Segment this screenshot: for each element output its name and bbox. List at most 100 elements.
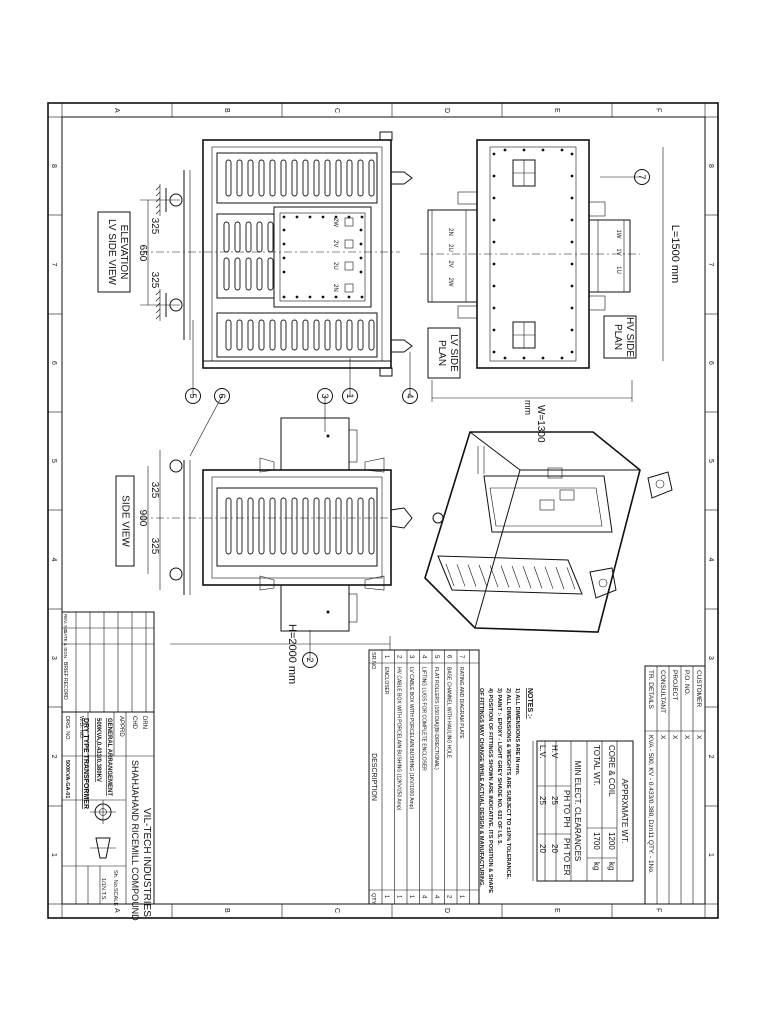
hv-box-flange [348,593,358,623]
grid-ticks [48,103,718,918]
details-label: CUSTOMER [695,670,702,707]
iso-vertical-edge [474,469,521,629]
bom-item-qty: 1 [396,895,402,899]
product-name: DRY TYPE TRANSFORMER [82,718,89,809]
hv-plan-title-2: PLAN [612,324,623,350]
notes-block: NOTES :-1) ALL DIMENSIONS ARE IN mm.2) A… [478,688,533,893]
balloon-5 [185,388,201,404]
grid-number-left: 7 [50,263,57,267]
clearance-cell: 20 [538,844,547,853]
bom-item-qty: 4 [433,895,439,899]
grid-letter-bottom: F [655,908,662,912]
hv-plan-title-1: HV SIDE [624,317,635,357]
clearance-cell: 25 [538,796,547,805]
balloon-4 [402,388,418,404]
balloon-label: 5 [188,393,198,398]
hauling-hole [432,512,444,524]
grid-letter-top: D [443,108,450,113]
grid-number-right: 7 [707,263,714,267]
sheet-value: 1/1 [100,878,106,886]
balloon-label: 6 [217,393,227,398]
lv-plan-terminal-label: 2N [447,228,453,236]
lifting-lug-r1 [390,171,413,185]
iso-vent-panel [437,555,583,595]
drg-value: 500KVA-GA-01 [64,760,70,798]
details-label: TR. DETAILS [647,670,654,710]
hv-plan-terminal-label: 1W [615,230,621,239]
lv-box-terminal-label: 2V [332,240,338,247]
grid-letter-top: A [113,108,120,113]
weight-label: CORE & COIL [607,745,616,797]
lv-cable-box [280,417,350,471]
grid-letter-bottom: B [223,908,230,913]
bom-item-qty: 2 [446,895,452,899]
lv-bushing-box [427,209,478,303]
elevation-title-box [97,211,131,293]
balloon-6 [214,388,230,404]
side-view: 325 900 325 H=2000 mm SIDE VIEW [115,417,444,684]
balloon-label: 4 [405,393,415,398]
balloon-2 [302,652,318,668]
lifting-lug-r2 [390,339,413,353]
weight-label: TOTAL WT. [592,745,601,786]
note-line: 1) ALL DIMENSIONS ARE IN mm. [514,688,520,776]
lv-box-terminal-label: 2W [332,218,338,227]
lv-flange-top [457,191,478,205]
apprd-label: APPRD [118,716,124,737]
elevation-title-2: LV SIDE VIEW [106,219,117,286]
revision-block: REV. NO.DATE & SIGN.BRIEF RECORD [61,611,155,713]
clearance-header: PH TO ER [562,838,571,876]
projection-symbol-icon [90,800,116,859]
clearances-title: MIN ELECT. CLEARANCES [573,761,582,861]
grid-letter-top: C [333,108,340,113]
lv-plan-terminal-label: 2V [447,260,453,267]
wo-label: W.O. NO. [78,716,84,740]
bom-header-no: SR.NO [370,652,376,670]
weight-unit: kg [607,862,616,870]
side-roller-1 [169,459,183,473]
side-view-title: SIDE VIEW [119,495,130,547]
balloon-label: 3 [320,393,330,398]
grid-letter-bottom: D [443,908,450,913]
rev-record-header: BRIEF RECORD [62,662,68,700]
grid-number-left: 8 [50,164,57,168]
grid-number-right: 1 [707,853,714,857]
bom-item-no: 3 [408,655,414,659]
dim-900: 900 [137,510,148,527]
enclosure-outline [202,139,392,369]
iso-lug-2 [589,567,617,599]
grid-number-right: 5 [707,459,714,463]
grid-number-left: 6 [50,361,57,365]
hv-bushing-box [588,219,631,293]
hv-plan-terminal-label: 1V [615,248,621,255]
iso-term-3 [539,499,555,511]
grid-number-left: 5 [50,459,57,463]
note-line: 4) POSITION OF FITTINGS SHOWN ARE INDICA… [487,688,493,893]
vent-slots-top [225,159,375,197]
lv-plan-title-box [427,327,461,379]
grid-number-right: 8 [707,164,714,168]
vent-panel-middle [216,213,275,299]
lv-plan-title-1: LV SIDE [448,334,459,372]
bom-item-no: 6 [446,655,452,659]
lv-terminal-cover [273,206,372,308]
bom-item-desc: HV CABLE BOX WITH PORCELAIN BUSHING (12K… [396,667,402,811]
dim-325-side-right: 325 [149,538,160,555]
dim-width: W=1300 [535,405,546,443]
lv-box-terminal-label: 2U [332,262,338,270]
side-enclosure-inner [211,476,383,579]
ground-hatch [155,185,161,320]
grid-number-right: 6 [707,361,714,365]
iso-lug-1 [647,471,673,499]
bom-item-desc: LIFTING LUGS FOR COMPLETE ENCLOSER [421,667,427,771]
